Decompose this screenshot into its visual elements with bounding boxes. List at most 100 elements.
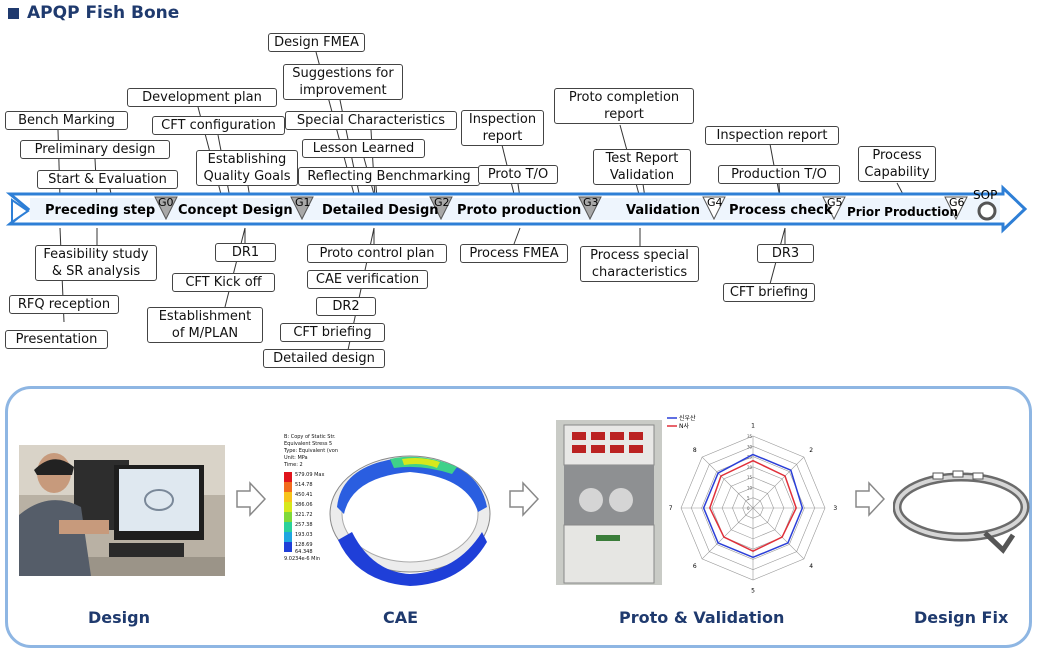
svg-text:257.38: 257.38 (295, 522, 313, 528)
stage-detailed: Detailed Design (322, 203, 439, 218)
box-design-fmea: Design FMEA (268, 33, 365, 52)
gate-label: G2 (434, 196, 450, 209)
box-dr2: DR2 (316, 297, 376, 316)
box-reflecting-benchmarking: Reflecting Benchmarking (298, 167, 480, 186)
svg-text:128.69: 128.69 (295, 542, 313, 548)
svg-text:514.78: 514.78 (295, 482, 313, 488)
stage-preceding: Preceding step (45, 203, 156, 218)
stage-process-check: Process check (729, 203, 833, 218)
radar-spoke (701, 507, 754, 560)
caption-design-fix: Design Fix (914, 608, 1009, 627)
cae-color-scale (284, 472, 292, 552)
box-proto-completion: Proto completion report (554, 88, 694, 124)
radar-tick-label: 5 (747, 496, 750, 501)
svg-text:Unit: MPa: Unit: MPa (284, 455, 308, 461)
box-inspection-report-2: Inspection report (705, 126, 839, 145)
svg-text:386.06: 386.06 (295, 502, 313, 508)
radar-axis-label: 1 (751, 423, 755, 430)
box-bench-marking: Bench Marking (5, 111, 128, 130)
box-production-to: Production T/O (718, 165, 840, 184)
stage-proto: Proto production (457, 203, 582, 218)
box-proto-control-plan: Proto control plan (307, 244, 447, 263)
radar-spoke (701, 456, 754, 509)
radar-axis-label: 7 (669, 505, 673, 512)
box-test-report: Test Report Validation (593, 149, 691, 185)
box-process-fmea: Process FMEA (460, 244, 568, 263)
caption-cae: CAE (383, 608, 419, 627)
radar-series-line (702, 453, 804, 559)
box-suggestions: Suggestions for improvement (283, 64, 403, 100)
radar-legend-label: N사 (679, 422, 689, 430)
radar-axis-label: 3 (833, 505, 837, 512)
cae-stress-plot: B: Copy of Static Str. Equivalent Stress… (283, 434, 491, 586)
gate-label: G3 (583, 196, 599, 209)
radar-axis-label: 6 (693, 563, 697, 570)
process-panel (5, 386, 1032, 648)
radar-axis-label: 2 (809, 447, 813, 454)
radar-tick-label: 0 (747, 506, 750, 511)
stage-prior-production: Prior Production (847, 205, 959, 219)
gate-label: G0 (158, 196, 174, 209)
design-fix-part-image (893, 470, 1030, 554)
gate-label: G5 (827, 196, 843, 209)
stage-validation: Validation (626, 203, 700, 218)
caption-proto-validation: Proto & Validation (619, 608, 785, 627)
radar-tick-label: 30 (747, 444, 753, 449)
arrow-right-icon (509, 481, 539, 517)
box-mplan: Establishment of M/PLAN (147, 307, 263, 343)
box-development-plan: Development plan (127, 88, 277, 107)
box-quality-goals: Establishing Quality Goals (196, 150, 298, 186)
gate-label: G1 (295, 196, 311, 209)
box-presentation: Presentation (5, 330, 108, 349)
box-preliminary-design: Preliminary design (20, 140, 170, 159)
caption-design: Design (88, 608, 150, 627)
svg-text:Type: Equivalent (von: Type: Equivalent (von (283, 448, 338, 454)
gate-label: G6 (949, 196, 965, 209)
box-cft-kickoff: CFT Kick off (172, 273, 275, 292)
radar-axis-label: 5 (751, 587, 755, 594)
title-text: APQP Fish Bone (27, 3, 180, 23)
radar-tick-label: 15 (747, 475, 753, 480)
box-dr3: DR3 (757, 244, 814, 263)
box-cft-briefing-1: CFT briefing (280, 323, 385, 342)
box-lesson-learned: Lesson Learned (302, 139, 425, 158)
svg-text:193.03: 193.03 (295, 532, 313, 538)
radar-tick-label: 10 (747, 485, 753, 490)
radar-tick-label: 20 (747, 465, 753, 470)
box-start-evaluation: Start & Evaluation (37, 170, 178, 189)
box-process-capability: Process Capability (858, 146, 936, 182)
page-title: APQP Fish Bone (8, 3, 179, 23)
svg-text:Time: 2: Time: 2 (283, 462, 303, 468)
radar-legend-label: 신우산 (679, 414, 696, 422)
gate-label: G4 (707, 196, 723, 209)
radar-spoke (752, 456, 805, 509)
svg-text:321.72: 321.72 (295, 512, 313, 518)
svg-text:B: Copy of Static Str.: B: Copy of Static Str. (284, 434, 336, 440)
sop-circle-icon (977, 201, 997, 221)
stage-concept: Concept Design (178, 203, 293, 218)
box-cft-briefing-2: CFT briefing (723, 283, 815, 302)
svg-text:9.0234e-6 Min: 9.0234e-6 Min (284, 556, 320, 562)
box-special-characteristics: Special Characteristics (285, 111, 457, 130)
sop-label: SOP (973, 188, 998, 202)
box-inspection-report-1: Inspection report (461, 110, 544, 146)
svg-text:64.348: 64.348 (295, 549, 313, 555)
box-cft-configuration: CFT configuration (152, 116, 285, 135)
box-feasibility: Feasibility study & SR analysis (35, 245, 157, 281)
arrow-right-icon (236, 481, 266, 517)
box-cae-verification: CAE verification (307, 270, 428, 289)
radar-spoke (752, 507, 805, 560)
design-workstation-photo (19, 445, 225, 576)
arrow-right-icon (855, 481, 885, 517)
radar-axis-label: 4 (809, 563, 813, 570)
box-detailed-design: Detailed design (263, 349, 385, 368)
svg-text:450.41: 450.41 (295, 492, 313, 498)
box-rfq: RFQ reception (9, 295, 119, 314)
proto-machine-photo (556, 420, 662, 585)
radar-axis-label: 8 (693, 447, 697, 454)
gate-markers (154, 196, 968, 221)
box-dr1: DR1 (215, 243, 276, 262)
radar-tick-label: 35 (747, 434, 753, 439)
svg-text:Equivalent Stress 5: Equivalent Stress 5 (284, 441, 332, 447)
